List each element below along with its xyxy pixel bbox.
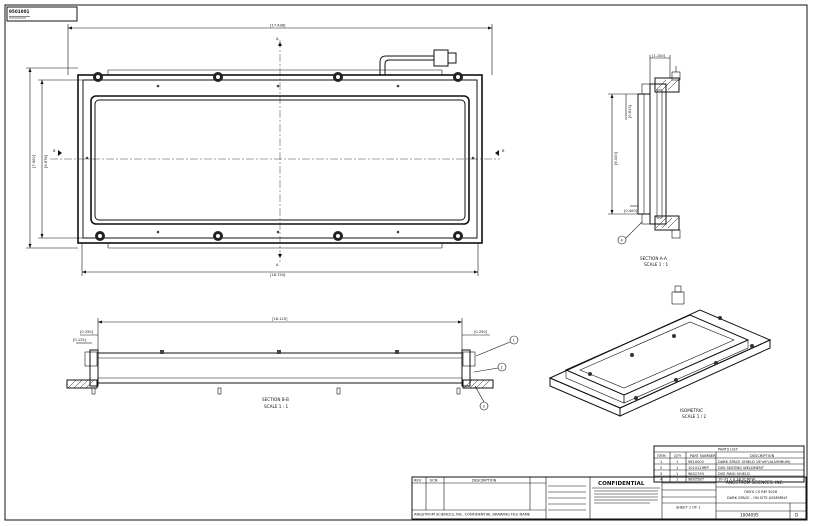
svg-text:REV: REV (414, 479, 422, 483)
dim-side-depth: [1.150] (652, 54, 666, 58)
confidential-label: CONFIDENTIAL (598, 481, 645, 487)
dim-section-left-a: [0.250] (80, 330, 94, 334)
svg-text:PART NUMBER: PART NUMBER (690, 454, 716, 458)
svg-text:10-32 x 0.38 SCREW: 10-32 x 0.38 SCREW (718, 478, 756, 482)
svg-text:DSS SEATING WELDMENT: DSS SEATING WELDMENT (718, 466, 765, 470)
svg-text:1: 1 (676, 478, 678, 482)
svg-text:1: 1 (660, 460, 662, 464)
isometric-title: ISOMETRIC (680, 408, 703, 413)
section-b-b-view: [16.125] [0.250] [0.125] [0.250] 1 2 3 S… (66, 317, 519, 411)
sheet-label: SHEET 1 OF 1 (676, 506, 701, 510)
svg-text:ITEM: ITEM (657, 454, 666, 458)
section-a-scale: SCALE 1 : 1 (644, 262, 668, 267)
parts-list: PARTS LIST ITEM QTY PART NUMBER DESCRIPT… (653, 445, 805, 483)
dim-section-left-b: [0.125] (73, 338, 87, 342)
drawing-number: 1004095 (740, 513, 759, 518)
svg-text:QTY: QTY (674, 454, 682, 458)
balloon-2: 2 (501, 366, 503, 370)
dim-section-right: [0.250] (474, 330, 488, 334)
section-marker-a-bottom: A (276, 263, 279, 267)
parts-row: 1 1 9610002 DARK SPACE SHIELD 16"x6"(ALU… (660, 460, 791, 464)
section-b-scale: SCALE 1 : 1 (264, 404, 288, 409)
svg-text:DSS RING SHIELD: DSS RING SHIELD (718, 472, 750, 476)
svg-text:1: 1 (676, 460, 678, 464)
svg-text:3: 3 (660, 472, 662, 476)
sheet-border (4, 4, 808, 521)
screw-row-bottom (95, 231, 463, 241)
svg-text:DESCRIPTION: DESCRIPTION (472, 479, 497, 483)
drawing-description: DARK SPACE - ON SITE ASSEMBLY (727, 496, 788, 500)
svg-text:2: 2 (660, 466, 662, 470)
title-block: REV ECN DESCRIPTION ANGSTROM SCIENCES, I… (411, 476, 807, 520)
svg-text:9802795: 9802795 (688, 472, 704, 476)
svg-text:1010129RP: 1010129RP (688, 466, 710, 470)
parts-row: 4 1 9802587 10-32 x 0.38 SCREW (660, 478, 756, 482)
dim-inner-height: [6.874] (44, 154, 48, 168)
parts-row: 3 1 9802795 DSS RING SHIELD (660, 472, 750, 476)
section-a-a-view: [1.150] [6.000] [0.813] [0.400] 4 SECTIO… (608, 54, 681, 267)
balloon-3: 3 (483, 405, 485, 409)
dim-side-top-offset: [0.813] (628, 104, 632, 118)
top-view-dimensions: [17.438] [16.750] [7.500] [6.874] (26, 24, 493, 277)
revision-letter: D (795, 513, 798, 518)
balloon-a: 4 (621, 239, 624, 243)
isometric-view: ISOMETRIC SCALE 1 / 2 (548, 285, 772, 419)
product-name: ONYX CS RM 3026 (744, 490, 778, 494)
top-plan-view: A A B B (50, 37, 505, 267)
svg-text:4: 4 (660, 478, 663, 482)
balloon-1: 1 (513, 339, 515, 343)
part-number: 9501001 (9, 9, 29, 14)
svg-text:1: 1 (676, 466, 678, 470)
dim-side-bottom-offset: [0.400] (624, 209, 638, 213)
screw-row-top (93, 72, 463, 82)
parts-list-title: PARTS LIST (718, 448, 739, 452)
dim-section-inner: [16.125] (272, 317, 288, 321)
dim-overall-width: [17.438] (270, 24, 286, 28)
footer-note: ANGSTROM SCIENCES, INC. CONFIDENTIAL DRA… (414, 513, 531, 517)
section-a-title: SECTION A-A (640, 256, 667, 261)
parts-row: 2 1 1010129RP DSS SEATING WELDMENT (660, 466, 765, 470)
svg-text:1: 1 (676, 472, 678, 476)
dim-flange-width: [16.750] (270, 273, 286, 277)
dim-side-height: [6.000] (614, 151, 618, 165)
dim-overall-height: [7.500] (32, 154, 36, 168)
svg-text:9802587: 9802587 (688, 478, 704, 482)
svg-text:ECN: ECN (430, 479, 438, 483)
svg-text:DESCRIPTION: DESCRIPTION (750, 454, 775, 458)
part-number-box: 9501001 (6, 6, 78, 22)
svg-text:DARK SPACE SHIELD 16"x6"(ALUMI: DARK SPACE SHIELD 16"x6"(ALUMINUM) (718, 460, 791, 464)
section-marker-b-right: B (502, 149, 505, 153)
isometric-scale: SCALE 1 / 2 (682, 414, 706, 419)
section-b-title: SECTION B-B (262, 397, 289, 402)
svg-text:9610002: 9610002 (688, 460, 704, 464)
section-marker-b-left: B (53, 149, 56, 153)
company-name: ANGSTROM SCIENCES, INC. (726, 480, 784, 485)
section-marker-a-top: A (276, 37, 279, 41)
